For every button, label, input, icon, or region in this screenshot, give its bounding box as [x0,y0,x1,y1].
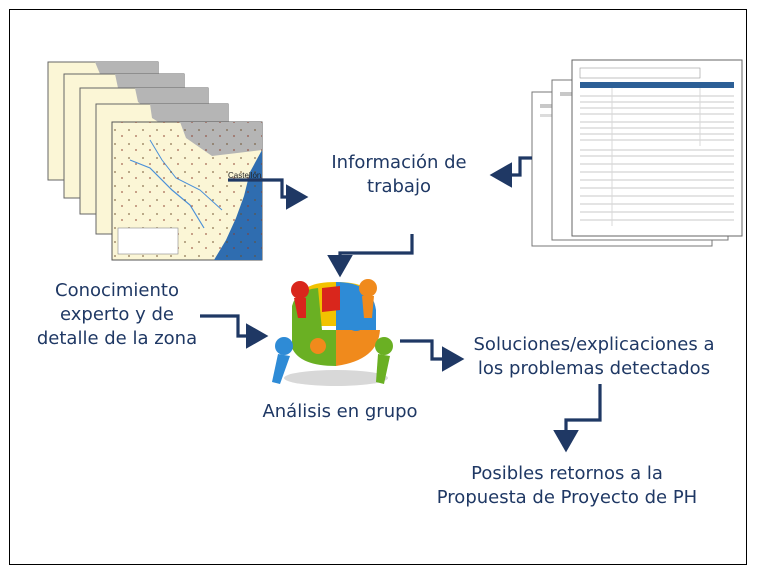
map-stack: Castellón [47,61,263,261]
info-label-line-2: trabajo [367,176,431,197]
map-sheet-main: Castellón [111,121,263,261]
document-stack [531,59,743,247]
figure-blue [272,337,293,384]
knowledge-label-line-3: detalle de la zona [36,328,198,349]
arrow-docs-to-info [489,156,532,188]
knowledge-label-line-1: Conocimiento [55,280,179,301]
group-label-line: Análisis en grupo [262,401,418,422]
returns-label: Posibles retornos a la Propuesta de Proy… [432,462,702,510]
document-sheet-front [571,59,743,237]
arrow-solutions-to-returns [553,384,602,453]
returns-label-line-1: Posibles retornos a la [471,463,663,484]
solutions-label-line-1: Soluciones/explicaciones a [473,334,715,355]
knowledge-label-line-2: experto y de [60,304,174,325]
group-label: Análisis en grupo [250,400,430,424]
figure-green [375,337,393,384]
knowledge-label: Conocimiento experto y de detalle de la … [32,279,202,351]
puzzle-team-illustration [272,279,393,386]
solutions-label-line-2: los problemas detectados [477,358,711,379]
arrow-group-to-solutions [400,339,465,372]
arrow-maps-to-info [228,178,309,210]
info-label: Información de trabajo [304,151,494,199]
arrow-knowledge-to-group [200,314,269,349]
info-label-line-1: Información de [331,152,467,173]
solutions-label: Soluciones/explicaciones a los problemas… [468,333,720,381]
arrow-info-to-group [327,234,414,278]
returns-label-line-2: Propuesta de Proyecto de PH [436,487,698,508]
figure-orange [359,279,377,318]
map-city-label: Castellón [228,171,261,180]
figure-red [291,281,309,318]
flow-arrows [200,156,602,453]
